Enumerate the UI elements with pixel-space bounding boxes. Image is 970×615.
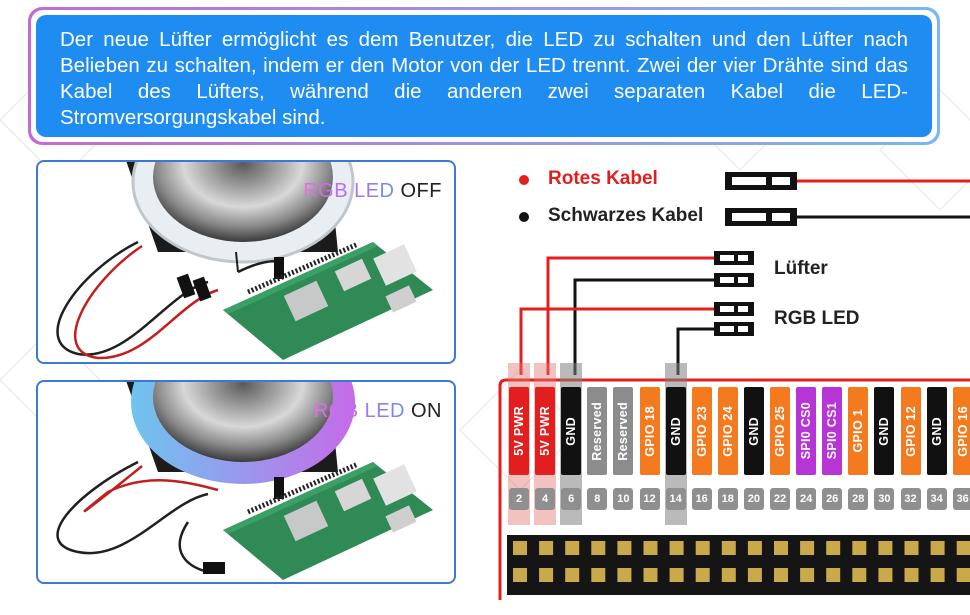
header-pin — [591, 541, 606, 555]
gpio-pin-number: 24 — [796, 488, 817, 510]
fan-connector-label: Lüfter — [774, 258, 828, 279]
gpio-pin-number: 34 — [926, 488, 947, 510]
header-pin — [695, 568, 710, 582]
header-pin — [643, 541, 658, 555]
gpio-pin-number: 18 — [717, 488, 738, 510]
gpio-pin-label: SPI0 CS1 — [822, 387, 843, 475]
red-wire-label: Rotes Kabel — [548, 168, 658, 189]
gpio-pin-number: 14 — [665, 488, 686, 510]
header-pin — [774, 568, 788, 582]
header-pin — [826, 541, 841, 555]
gpio-pin-label: GND — [743, 387, 764, 475]
header-pin — [930, 568, 945, 582]
info-banner: Der neue Lüfter ermöglicht es dem Benutz… — [28, 7, 940, 145]
gpio-pin-number: 16 — [691, 488, 712, 510]
header-pin — [747, 568, 762, 582]
led-connector-label: RGB LED — [774, 308, 860, 329]
header-pin — [617, 568, 632, 582]
black-wire-label: Schwarzes Kabel — [548, 205, 704, 226]
header-pin — [539, 541, 554, 555]
header-pin — [800, 568, 815, 582]
gpio-pin-label: GND — [665, 387, 686, 475]
gpio-pin-label: SPI0 CS0 — [796, 387, 817, 475]
header-pin — [565, 568, 580, 582]
gpio-pin-label: GPIO 12 — [900, 387, 921, 475]
gpio-pin-number: 12 — [639, 488, 660, 510]
header-pin — [747, 541, 762, 555]
gpio-pin-label: Reserved — [613, 387, 634, 475]
header-pin — [721, 541, 736, 555]
gpio-pin-number: 28 — [848, 488, 869, 510]
gpio-pin-number: 30 — [874, 488, 895, 510]
header-pin — [669, 541, 684, 555]
gpio-pin-number: 4 — [535, 488, 556, 510]
header-pin — [852, 568, 867, 582]
pin-header-block — [507, 535, 970, 595]
header-pin — [852, 541, 867, 555]
black-wire-dot — [519, 212, 529, 222]
gpio-pin-label: GPIO 16 — [952, 387, 970, 475]
header-pin — [513, 541, 527, 555]
legend-connector-red — [725, 172, 797, 190]
header-pin — [826, 568, 841, 582]
header-pin — [643, 568, 658, 582]
header-pin — [956, 568, 970, 582]
fan-and-board-photo-lit — [56, 382, 433, 580]
header-pin — [695, 541, 710, 555]
gpio-pin-label: GPIO 1 — [848, 387, 869, 475]
gpio-pin-label: Reserved — [587, 387, 608, 475]
header-pin — [721, 568, 736, 582]
gpio-pin-label: GPIO 23 — [691, 387, 712, 475]
gpio-pin-number: 2 — [509, 488, 529, 510]
header-pin — [904, 541, 919, 555]
gpio-pin-number: 20 — [743, 488, 764, 510]
header-pin — [878, 568, 893, 582]
banner-text: Der neue Lüfter ermöglicht es dem Benutz… — [36, 15, 932, 137]
gpio-pin-label: GND — [561, 387, 582, 475]
gpio-pin-number: 10 — [613, 488, 634, 510]
header-pin — [956, 541, 970, 555]
gpio-pin-number: 26 — [822, 488, 843, 510]
header-pin — [513, 568, 527, 582]
gpio-pin-number: 6 — [561, 488, 582, 510]
gpio-pin-label: GPIO 18 — [639, 387, 660, 475]
gpio-pin-label: GND — [926, 387, 947, 475]
gpio-pin-label: 5V PWR — [509, 387, 529, 475]
gpio-pin-number: 32 — [900, 488, 921, 510]
gpio-pin-number: 36 — [952, 488, 970, 510]
header-pin — [539, 568, 554, 582]
header-pin — [565, 541, 580, 555]
legend-connector-black — [725, 208, 797, 226]
wiring-diagram — [498, 172, 970, 600]
red-wire-dot — [519, 175, 529, 185]
gpio-pin-number: 8 — [587, 488, 608, 510]
header-pin — [904, 568, 919, 582]
header-pin — [617, 541, 632, 555]
header-pin — [878, 541, 893, 555]
gpio-pin-label: GPIO 24 — [717, 387, 738, 475]
gpio-pin-number: 22 — [770, 488, 790, 510]
gpio-pin-label: GND — [874, 387, 895, 475]
fan-and-board-photo — [56, 162, 433, 360]
header-pin — [800, 541, 815, 555]
header-pin — [774, 541, 788, 555]
gpio-pin-label: GPIO 25 — [770, 387, 790, 475]
header-pin — [669, 568, 684, 582]
gpio-pin-label: 5V PWR — [535, 387, 556, 475]
header-pin — [591, 568, 606, 582]
header-pin — [930, 541, 945, 555]
